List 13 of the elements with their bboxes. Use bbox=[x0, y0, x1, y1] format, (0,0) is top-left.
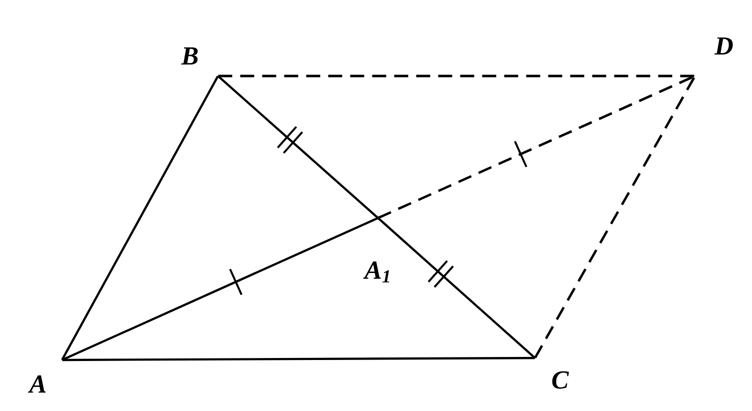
line-segment bbox=[218, 74, 695, 78]
point-label: D bbox=[714, 37, 733, 55]
line-segment bbox=[217, 75, 379, 219]
line-segment bbox=[62, 217, 378, 361]
line-segment bbox=[62, 356, 535, 362]
line-segment bbox=[534, 76, 696, 358]
line-segment bbox=[61, 76, 219, 360]
point-label: C bbox=[552, 371, 569, 389]
point-label: B bbox=[181, 47, 198, 65]
point-label: A bbox=[28, 375, 46, 393]
line-segment bbox=[377, 217, 536, 359]
point-label: A$_{1}$ bbox=[363, 262, 390, 282]
line-segment bbox=[378, 74, 696, 219]
